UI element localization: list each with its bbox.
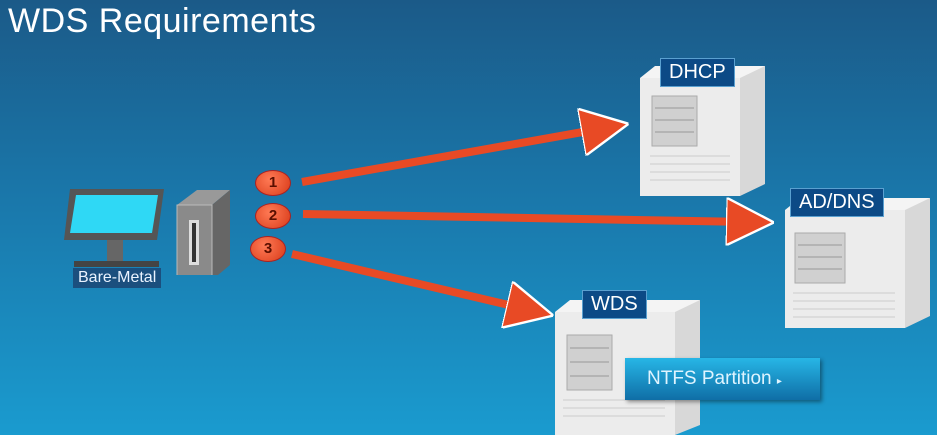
ad-dns-server-icon: [785, 198, 930, 328]
slide-title: WDS Requirements: [8, 2, 317, 40]
arrow-1: [301, 128, 605, 186]
step-badge-1: 1: [255, 170, 291, 196]
ad-dns-label: AD/DNS: [790, 188, 884, 217]
dhcp-label: DHCP: [660, 58, 735, 87]
arrow-3: [291, 250, 530, 310]
cursor-icon: ▸: [776, 376, 782, 387]
ntfs-partition-label: NTFS Partition: [647, 368, 772, 389]
arrow-2: [302, 214, 750, 222]
bare-metal-label: Bare-Metal: [73, 268, 162, 288]
dhcp-server-icon: [640, 66, 765, 196]
wds-label: WDS: [582, 290, 647, 319]
step-badge-2: 2: [255, 203, 291, 229]
computer-icon: [64, 189, 230, 275]
step-badge-3: 3: [250, 236, 286, 262]
ntfs-partition-box: NTFS Partition ▸: [625, 358, 820, 400]
